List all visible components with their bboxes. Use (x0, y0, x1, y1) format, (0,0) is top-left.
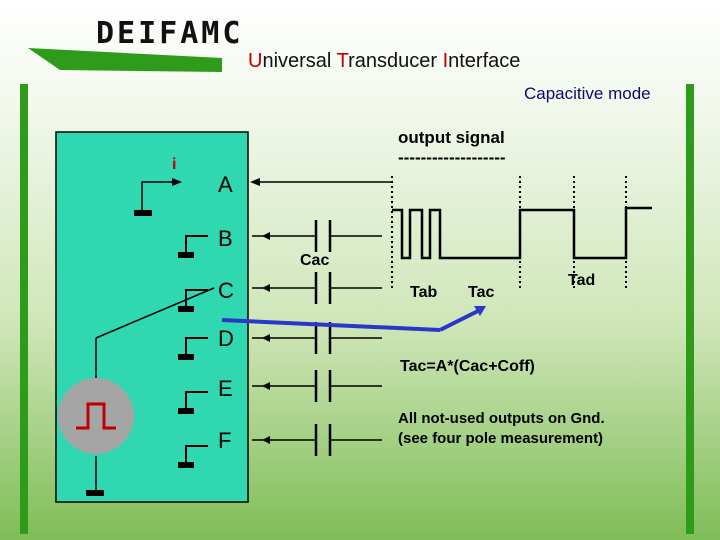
output-label-d: D (218, 326, 234, 351)
output-waveform (392, 206, 652, 260)
formula: Tac=A*(Cac+Coff) (400, 358, 535, 375)
output-label-c: C (218, 278, 234, 303)
signal-title: output signal (398, 128, 505, 147)
cap-label: Cac (300, 252, 330, 269)
logo-swoosh (28, 48, 222, 72)
pulse-source (58, 378, 134, 454)
blue-arrow-head-icon (474, 306, 486, 316)
output-label-e: E (218, 376, 233, 401)
right-green-bar (686, 84, 694, 534)
label-tab: Tab (410, 284, 438, 301)
ground-e (185, 391, 208, 412)
arrow-a-icon (250, 178, 260, 186)
current-wire (141, 181, 176, 214)
arrow-head-i (172, 178, 182, 186)
ground-bars (86, 252, 194, 496)
switch-arm (95, 287, 215, 339)
blue-pointer (221, 318, 441, 332)
note-line-1: All not-used outputs on Gnd. (398, 410, 605, 427)
current-label: i (172, 156, 177, 173)
blue-pointer-tip (439, 308, 481, 332)
note-line-2: (see four pole measurement) (398, 430, 604, 447)
ground-f (185, 445, 208, 466)
label-tad: Tad (568, 272, 596, 289)
ground-b (185, 235, 208, 256)
mode-label: Capacitive mode (524, 84, 651, 103)
logo: DEIFAMC (96, 16, 244, 51)
ground-c (185, 289, 208, 310)
capacitor-arrows (262, 232, 270, 444)
label-tac: Tac (468, 284, 495, 301)
page-title: Universal Transducer Interface (248, 50, 521, 72)
signal-dashes: ------------------- (398, 148, 506, 167)
left-green-bar (20, 84, 28, 534)
capacitor-plates (314, 220, 332, 456)
ground-d (185, 337, 208, 358)
output-label-a: A (218, 172, 233, 197)
ground-a (134, 210, 152, 216)
output-label-b: B (218, 226, 233, 251)
grounds (185, 235, 208, 466)
output-label-f: F (218, 428, 232, 453)
pulse-icon (76, 402, 116, 430)
